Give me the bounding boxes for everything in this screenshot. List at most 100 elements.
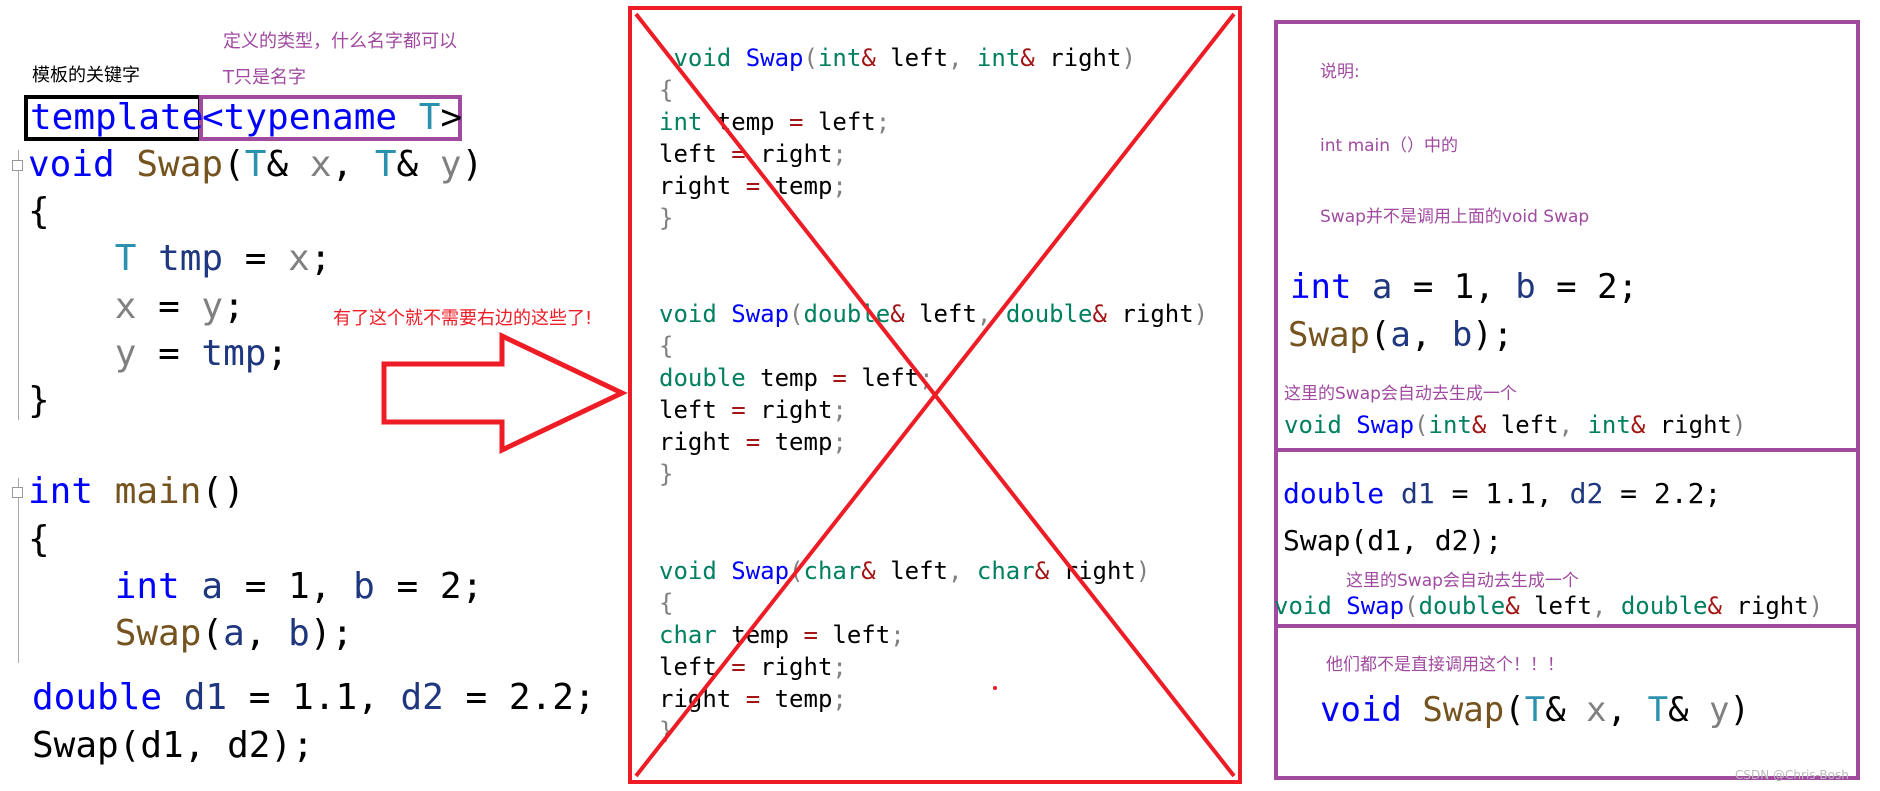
code-token: void	[659, 300, 732, 328]
code-token: );	[309, 613, 354, 654]
code-token: Swap	[731, 557, 790, 585]
code-token: d1	[183, 677, 228, 718]
code-token: temp	[774, 172, 833, 200]
code-token: )	[1731, 411, 1747, 439]
code-line: }	[28, 379, 50, 423]
code-token: &	[861, 44, 891, 72]
code-token: = 2;	[1535, 267, 1639, 307]
code-token: =	[745, 172, 775, 200]
code-token: =	[789, 108, 818, 136]
code-line: {	[28, 190, 50, 234]
code-token: double	[1620, 592, 1708, 620]
code-token: &	[1668, 690, 1710, 730]
code-token: left	[659, 653, 732, 681]
code-token: right	[1049, 44, 1122, 72]
code-token: = 1,	[1392, 267, 1516, 307]
code-token: char	[976, 557, 1035, 585]
code-token: {	[659, 589, 674, 617]
code-token: right	[760, 140, 833, 168]
code-token: right	[1736, 592, 1809, 620]
code-token: }	[659, 460, 674, 488]
collapse-icon[interactable]	[12, 160, 23, 171]
code-token: (	[1369, 315, 1391, 355]
code-token: )	[1135, 557, 1151, 585]
not-direct-note: 他们都不是直接调用这个！！！	[1326, 655, 1564, 675]
code-token: ;	[832, 396, 847, 424]
code-token: Swap	[136, 144, 224, 185]
code-token: =	[731, 396, 761, 424]
code-token: b	[353, 566, 375, 607]
code-token: ,	[976, 300, 1006, 328]
code-token: ;	[832, 140, 847, 168]
code-line: template	[30, 96, 203, 140]
code-token: char	[803, 557, 862, 585]
code-token: Swap	[1346, 592, 1405, 620]
code-token	[28, 286, 115, 327]
code-token: left	[890, 557, 948, 585]
code-token: int	[114, 566, 202, 607]
double-decl-line: double d1 = 1.1, d2 = 2.2;	[1283, 477, 1721, 510]
code-line: {	[659, 330, 673, 362]
code-token: (	[1504, 690, 1525, 730]
code-line: {	[659, 74, 673, 106]
watermark: CSDN @Chris-Bosh	[1735, 768, 1849, 782]
code-line: char temp = left;	[659, 619, 905, 651]
code-token	[28, 333, 115, 374]
code-token: &	[1505, 592, 1535, 620]
code-token: b	[288, 613, 310, 654]
code-token: x	[309, 144, 332, 185]
cross-out-mark	[634, 12, 1236, 778]
explain-title: 说明:	[1320, 62, 1360, 82]
code-token: =	[745, 685, 775, 713]
code-token: <typename	[202, 97, 419, 138]
code-token: void	[659, 557, 732, 585]
int-decl-line: int a = 1, b = 2;	[1290, 267, 1638, 307]
code-token: (	[1404, 592, 1419, 620]
code-line: void Swap(int& left, int& right)	[659, 42, 1136, 74]
code-line: x = y;	[28, 285, 245, 329]
code-token: tmp	[158, 238, 224, 279]
code-token: {	[28, 191, 50, 232]
code-line: <typename T>	[202, 96, 462, 140]
swap-d-line: Swap(d1, d2);	[1283, 524, 1502, 557]
code-token: = 2.2;	[443, 677, 596, 718]
typename-box	[199, 95, 462, 141]
code-token: right	[659, 428, 746, 456]
code-token: =	[803, 621, 833, 649]
code-token: = 2;	[374, 566, 484, 607]
code-token: d1	[1401, 477, 1435, 510]
code-token: a	[223, 613, 245, 654]
code-token: y	[1709, 690, 1730, 730]
code-token: = 1.1,	[1434, 477, 1570, 510]
code-token: x	[288, 238, 310, 279]
code-line: left = right;	[659, 138, 847, 170]
template-sig-box	[1274, 624, 1860, 780]
code-token: = 1.1,	[227, 677, 401, 718]
code-token: a	[1390, 315, 1411, 355]
code-token: b	[1451, 315, 1473, 355]
code-token: left	[1534, 592, 1592, 620]
collapse-icon[interactable]	[12, 487, 23, 498]
code-token: Swap(d1, d2);	[1283, 524, 1503, 557]
code-line: {	[28, 518, 50, 562]
code-token: left	[659, 396, 732, 424]
code-token: = 1,	[223, 566, 354, 607]
code-token: int	[1587, 411, 1631, 439]
code-token: }	[659, 717, 674, 745]
code-token: )	[1121, 44, 1136, 72]
code-token: ,	[948, 44, 977, 72]
code-token: tmp	[201, 333, 267, 374]
code-token: )	[1808, 592, 1824, 620]
code-token: temp	[774, 428, 833, 456]
code-token: &	[1020, 44, 1050, 72]
code-token: )	[1193, 300, 1209, 328]
code-token: ;	[919, 364, 934, 392]
code-token: left	[890, 44, 949, 72]
code-token: int	[976, 44, 1021, 72]
code-line: double d1 = 1.1, d2 = 2.2;	[32, 676, 596, 720]
code-line: Swap(a, b);	[28, 612, 353, 656]
code-token: int	[1290, 267, 1372, 307]
code-token: int	[28, 471, 115, 512]
code-line: left = right;	[659, 394, 847, 426]
code-token: {	[28, 519, 50, 560]
